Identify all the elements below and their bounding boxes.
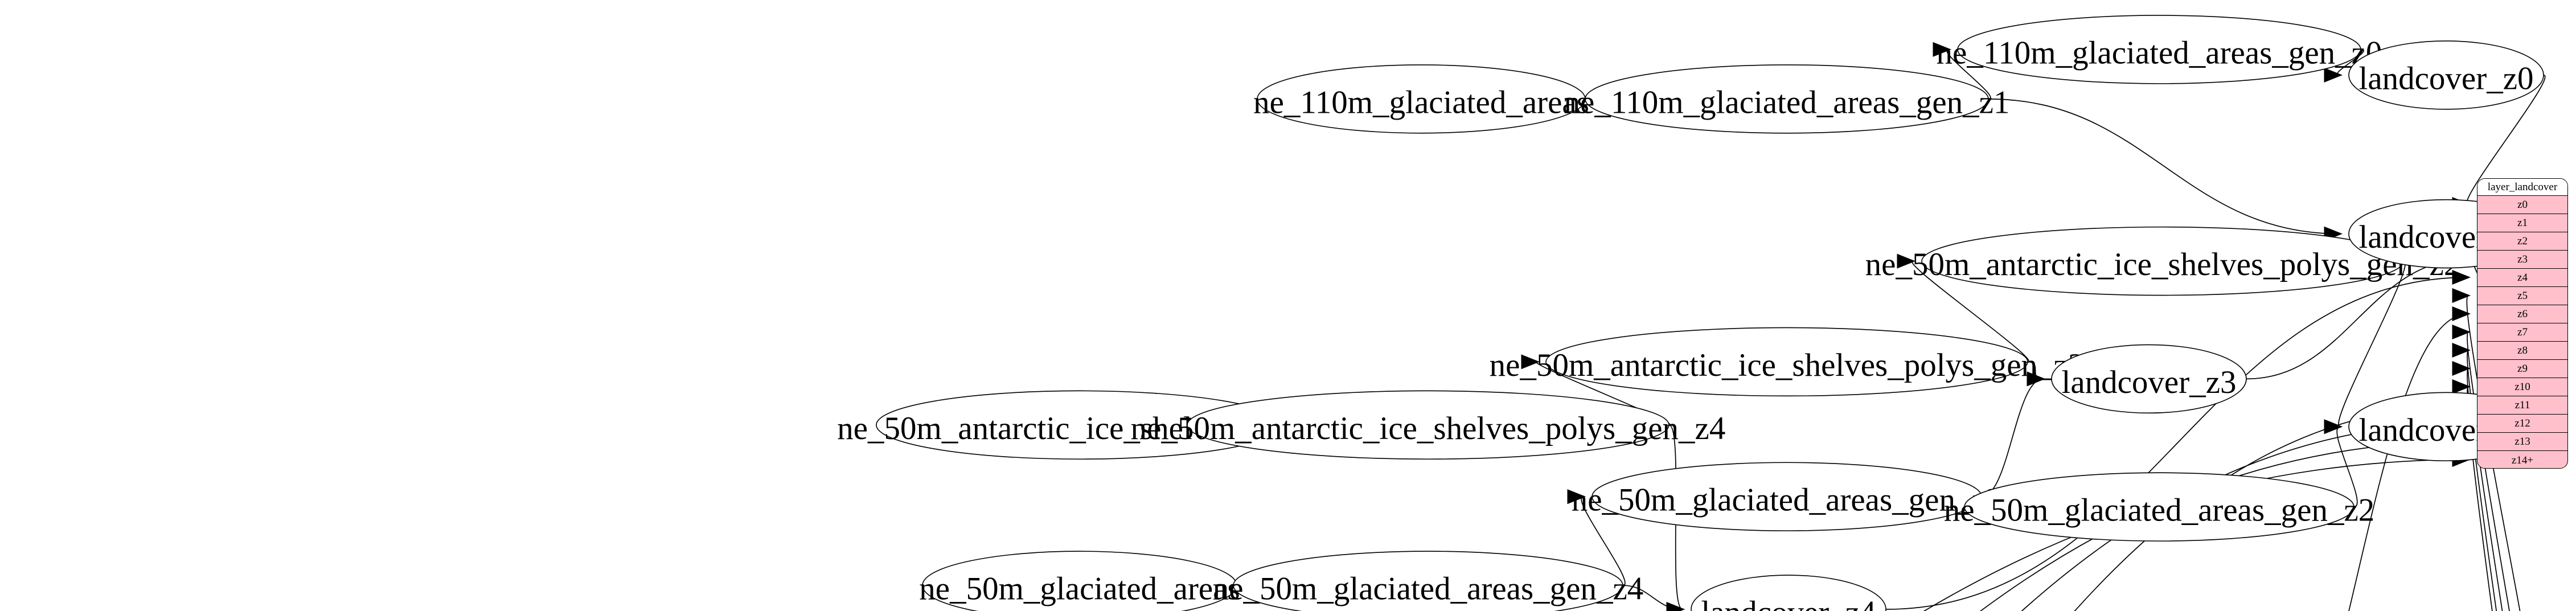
arrowhead-icon xyxy=(2324,419,2343,434)
node-shape xyxy=(1691,575,1886,611)
arrowhead-icon xyxy=(2452,342,2471,358)
record-row-z14+[interactable]: z14+ xyxy=(2511,454,2534,466)
record-row-z11[interactable]: z11 xyxy=(2477,396,2567,415)
record-row-z12[interactable]: z12 xyxy=(2477,415,2567,433)
node-ne_50m_glaciated_areas_gen_z3[interactable]: ne_50m_glaciated_areas_gen_z3 xyxy=(1572,462,2003,531)
arrowhead-icon xyxy=(2324,67,2343,83)
edge-ne_110m_glaciated_areas_gen_z1-to-landcover_z1 xyxy=(1988,99,2340,234)
node-label: ne_50m_glaciated_areas_gen_z4 xyxy=(1213,571,1644,607)
node-ne_50m_antarctic_ice_shelves_polys_gen_z2[interactable]: ne_50m_antarctic_ice_shelves_polys_gen_z… xyxy=(1865,227,2460,296)
edge-landcover_z0-to-layer_landcover-z0 xyxy=(2467,75,2545,204)
arrowhead-icon xyxy=(1933,42,1952,57)
record-header: layer_landcover xyxy=(2477,179,2567,196)
node-label: ne_110m_glaciated_areas_gen_z0 xyxy=(1937,35,2382,71)
edge-landcover_z6-to-layer_landcover-z6 xyxy=(2246,314,2468,611)
nodes-layer: imposm3osm_landcover_polygonsimplify_vw_… xyxy=(837,15,2576,611)
node-shape xyxy=(1585,65,1988,133)
node-ne_50m_antarctic_ice_shelves_polys_gen_z4[interactable]: ne_50m_antarctic_ice_shelves_polys_gen_z… xyxy=(1131,391,1726,459)
edge-ne_50m_glaciated_areas_gen_z3-to-landcover_z3 xyxy=(1982,379,2043,497)
node-ne_50m_glaciated_areas_gen_z2[interactable]: ne_50m_glaciated_areas_gen_z2 xyxy=(1944,473,2375,541)
record-row-z9[interactable]: z9 xyxy=(2477,360,2567,378)
node-ne_110m_glaciated_areas[interactable]: ne_110m_glaciated_areas xyxy=(1253,65,1589,133)
edge-ne_110m_glaciated_areas_gen_z1-to-ne_110m_glaciated_areas_gen_z0 xyxy=(1947,50,1991,99)
node-shape xyxy=(1964,473,2354,541)
node-shape xyxy=(2349,41,2544,109)
arrowhead-icon xyxy=(2452,269,2471,285)
node-shape xyxy=(1546,327,2028,396)
node-label: ne_110m_glaciated_areas xyxy=(1253,84,1589,120)
arrowhead-icon xyxy=(1666,601,1685,611)
arrowhead-icon xyxy=(1521,354,1540,370)
node-landcover_z4[interactable]: landcover_z4 xyxy=(1691,575,1886,611)
node-label: landcover_z0 xyxy=(2358,60,2533,96)
node-label: ne_50m_antarctic_ice_shelves_polys_gen_z… xyxy=(1131,411,1726,446)
node-label: ne_50m_antarctic_ice_shelves_polys_gen_z… xyxy=(1490,347,2085,383)
edge-landcover_z4-to-layer_landcover-z4 xyxy=(1886,277,2468,609)
node-shape xyxy=(1958,15,2361,84)
node-ne_50m_antarctic_ice_shelves_polys_gen_z3[interactable]: ne_50m_antarctic_ice_shelves_polys_gen_z… xyxy=(1490,327,2085,396)
node-label: ne_110m_glaciated_areas_gen_z1 xyxy=(1564,84,2010,120)
arrowhead-icon xyxy=(2452,288,2471,304)
arrowhead-icon xyxy=(2452,324,2471,340)
edge-ne_50m_antarctic_ice_shelves_polys_gen_z3-to-ne_50m_antarctic_ice_shelves_polys_gen_z2 xyxy=(1912,261,2029,362)
record-row-z5[interactable]: z5 xyxy=(2477,287,2567,305)
node-shape xyxy=(1187,391,1669,459)
arrowhead-icon xyxy=(2452,306,2471,322)
node-label: ne_50m_antarctic_ice_shelves_polys_gen_z… xyxy=(1865,247,2460,282)
record-row-z13[interactable]: z13 xyxy=(2477,433,2567,451)
record-row-z3[interactable]: z3 xyxy=(2477,251,2567,269)
node-label: landcover_z4 xyxy=(1701,595,1876,611)
record-row-z0[interactable]: z0 xyxy=(2477,196,2567,214)
node-landcover_z0[interactable]: landcover_z0 xyxy=(2349,41,2544,109)
record-row-z1[interactable]: z1 xyxy=(2477,214,2567,232)
edge-osm_landcover_gen_z11-to-layer_landcover-z11 xyxy=(1221,405,2468,611)
record-row-z2[interactable]: z2 xyxy=(2477,232,2567,251)
node-label: ne_50m_glaciated_areas xyxy=(919,571,1240,607)
node-ne_50m_glaciated_areas[interactable]: ne_50m_glaciated_areas xyxy=(919,551,1240,611)
node-ne_110m_glaciated_areas_gen_z0[interactable]: ne_110m_glaciated_areas_gen_z0 xyxy=(1937,15,2382,84)
arrowhead-icon xyxy=(2452,379,2471,395)
record-row-z4[interactable]: z4 xyxy=(2477,269,2567,287)
arrowhead-icon xyxy=(2452,360,2471,376)
arrowhead-icon xyxy=(2027,371,2046,387)
node-shape xyxy=(2052,345,2246,413)
record-row-z7[interactable]: z7 xyxy=(2477,323,2567,342)
node-ne_50m_glaciated_areas_gen_z4[interactable]: ne_50m_glaciated_areas_gen_z4 xyxy=(1213,551,1644,611)
node-label: ne_50m_glaciated_areas_gen_z2 xyxy=(1944,493,2375,528)
node-landcover_z3[interactable]: landcover_z3 xyxy=(2052,345,2246,413)
edge-osm_landcover_gen_z7-to-layer_landcover-z7 xyxy=(2467,332,2576,611)
record-row-z10[interactable]: z10 xyxy=(2477,378,2567,396)
record-row-z8[interactable]: z8 xyxy=(2477,342,2567,360)
edge-ne_50m_glaciated_areas_gen_z4-to-ne_50m_glaciated_areas_gen_z3 xyxy=(1581,497,1625,585)
record-row-z6[interactable]: z6 xyxy=(2477,305,2567,323)
edge-landcover_z5-to-layer_landcover-z5 xyxy=(2467,296,2545,611)
node-ne_110m_glaciated_areas_gen_z1[interactable]: ne_110m_glaciated_areas_gen_z1 xyxy=(1564,65,2010,133)
arrowhead-icon xyxy=(1897,253,1916,269)
node-label: landcover_z3 xyxy=(2061,364,2236,400)
edge-ne_50m_antarctic_ice_shelves_polys_gen_z2-to-landcover_z2 xyxy=(2339,261,2405,427)
edge-ne_50m_glaciated_areas_gen_z2-to-landcover_z2 xyxy=(2337,427,2357,507)
arrowhead-icon xyxy=(1567,489,1586,505)
node-shape xyxy=(1233,551,1623,611)
node-label: ne_50m_glaciated_areas_gen_z3 xyxy=(1572,482,2003,518)
